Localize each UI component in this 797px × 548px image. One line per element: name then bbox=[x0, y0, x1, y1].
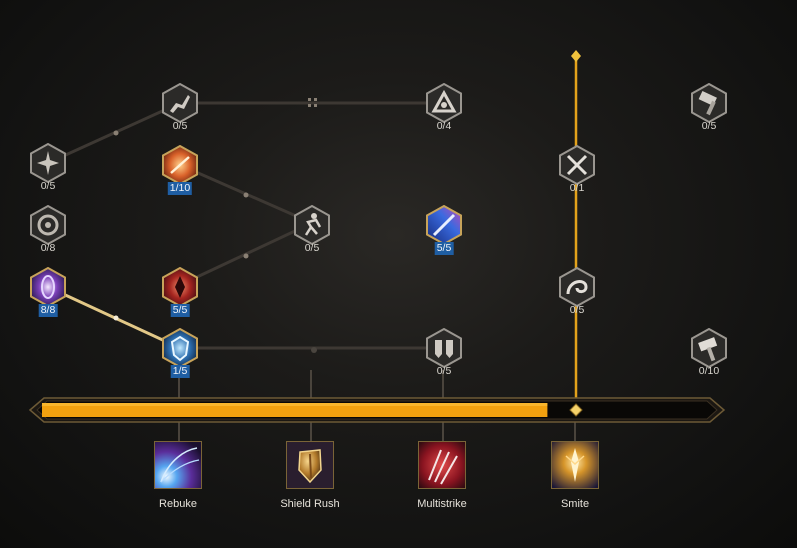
node-points: 0/5 bbox=[436, 365, 452, 377]
node-points: 8/8 bbox=[38, 304, 58, 317]
hammer-icon bbox=[691, 83, 727, 123]
orb-icon bbox=[30, 205, 66, 245]
node-points: 0/8 bbox=[40, 242, 56, 254]
skill-node-red-aura[interactable]: 5/5 bbox=[160, 267, 200, 323]
red-aura-icon bbox=[162, 267, 198, 307]
progress-bar-fill bbox=[42, 403, 548, 417]
node-points: 0/10 bbox=[698, 365, 720, 377]
smite-icon bbox=[551, 441, 599, 489]
node-points: 0/5 bbox=[304, 242, 320, 254]
skill-smite[interactable]: Smite bbox=[551, 441, 599, 519]
fire-slash-icon bbox=[162, 145, 198, 185]
skill-multistrike[interactable]: Multistrike bbox=[417, 441, 467, 519]
node-points: 5/5 bbox=[170, 304, 190, 317]
node-points: 0/5 bbox=[40, 180, 56, 192]
node-points: 0/5 bbox=[701, 120, 717, 132]
arcane-portal-icon bbox=[30, 267, 66, 307]
skill-node-arcane-portal[interactable]: 8/8 bbox=[28, 267, 68, 323]
blue-spear-icon bbox=[426, 205, 462, 245]
swirl-blade-icon bbox=[559, 267, 595, 307]
skill-node-starburst[interactable]: 0/5 bbox=[28, 143, 68, 199]
progress-marker-top bbox=[571, 50, 581, 62]
skill-node-fire-slash[interactable]: 1/10 bbox=[160, 145, 200, 201]
connector-grid-dot bbox=[308, 98, 317, 107]
node-points: 1/5 bbox=[170, 365, 190, 378]
skill-node-twin-shields[interactable]: 0/5 bbox=[424, 328, 464, 384]
shield-crystal-icon bbox=[162, 328, 198, 368]
node-points: 1/10 bbox=[167, 182, 193, 195]
multistrike-icon bbox=[418, 441, 466, 489]
node-points: 0/4 bbox=[436, 120, 452, 132]
skill-label: Multistrike bbox=[417, 498, 467, 510]
skill-label: Shield Rush bbox=[280, 498, 340, 510]
skill-node-swirl[interactable]: 0/4 bbox=[424, 83, 464, 139]
skill-label: Smite bbox=[560, 498, 590, 510]
triangle-swirl-icon bbox=[426, 83, 462, 123]
skill-node-leap[interactable]: 0/5 bbox=[160, 83, 200, 139]
shield-rush-icon bbox=[286, 441, 334, 489]
skill-node-hammer-bottom[interactable]: 0/10 bbox=[689, 328, 729, 384]
skill-node-crossed-swords[interactable]: 0/1 bbox=[557, 145, 597, 201]
leaping-figure-icon bbox=[162, 83, 198, 123]
node-points: 0/1 bbox=[569, 182, 585, 194]
connector-dot bbox=[243, 253, 249, 259]
skill-rebuke[interactable]: Rebuke bbox=[154, 441, 202, 519]
skill-node-blue-spear[interactable]: 5/5 bbox=[424, 205, 464, 261]
connector-dot bbox=[113, 315, 119, 321]
crossed-swords-icon bbox=[559, 145, 595, 185]
skill-node-swirl-blade[interactable]: 0/5 bbox=[557, 267, 597, 323]
skill-node-hammer-top[interactable]: 0/5 bbox=[689, 83, 729, 139]
node-points: 0/5 bbox=[172, 120, 188, 132]
skill-node-running-figure[interactable]: 0/5 bbox=[292, 205, 332, 261]
skill-shield-rush[interactable]: Shield Rush bbox=[280, 441, 340, 519]
node-points: 5/5 bbox=[434, 242, 454, 255]
connector-dot bbox=[311, 347, 317, 353]
rebuke-icon bbox=[154, 441, 202, 489]
hammer-icon bbox=[691, 328, 727, 368]
starburst-icon bbox=[30, 143, 66, 183]
progress-bar bbox=[28, 397, 726, 423]
skill-node-orb[interactable]: 0/8 bbox=[28, 205, 68, 261]
twin-shields-icon bbox=[426, 328, 462, 368]
skill-node-shield-crystal[interactable]: 1/5 bbox=[160, 328, 200, 384]
connector-dot bbox=[113, 130, 119, 136]
connector-dot bbox=[243, 192, 249, 198]
skill-label: Rebuke bbox=[159, 498, 197, 510]
running-figure-icon bbox=[294, 205, 330, 245]
node-points: 0/5 bbox=[569, 304, 585, 316]
